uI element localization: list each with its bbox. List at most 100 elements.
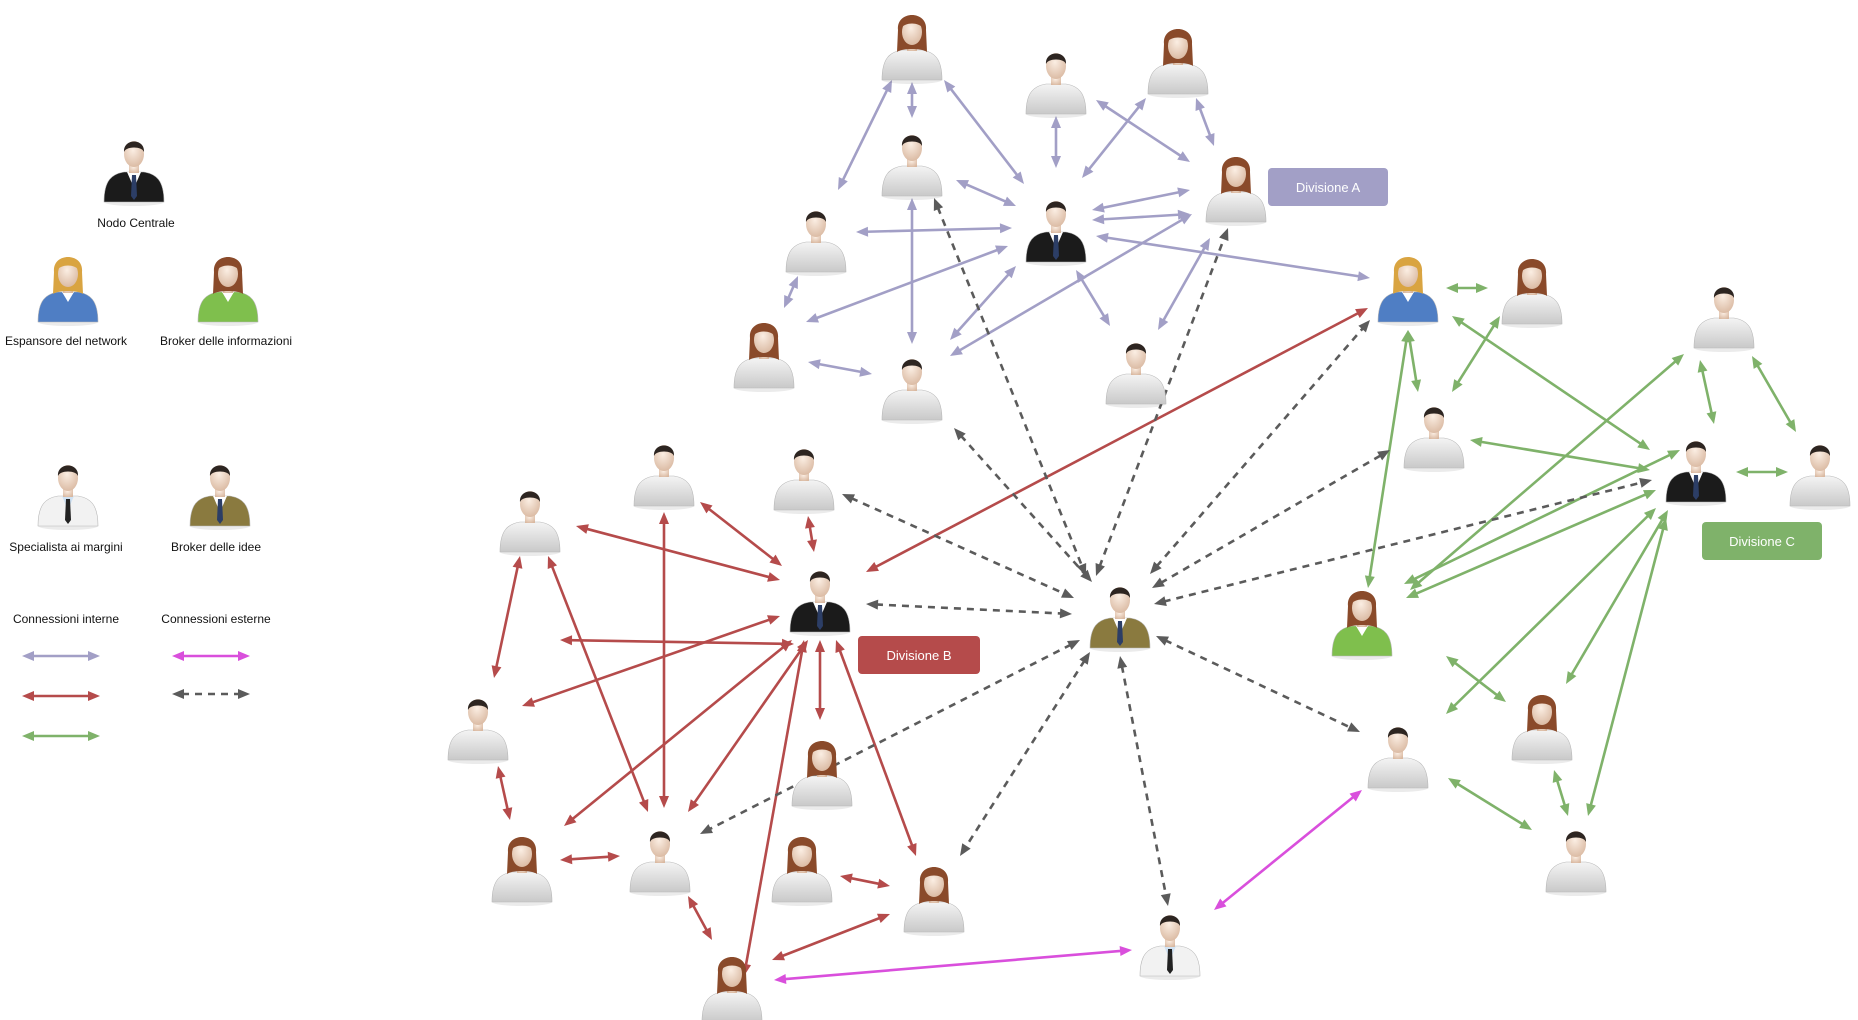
central-node-person [789, 571, 851, 636]
connection-arrow [907, 198, 917, 344]
connection-arrow [1697, 360, 1717, 424]
legend-idea-broker-icon [189, 465, 251, 530]
connection-arrow [1364, 330, 1412, 588]
connection-arrow [495, 766, 513, 820]
peer-person [733, 323, 795, 392]
connection-arrow [491, 556, 523, 678]
connection-arrow [806, 245, 1008, 323]
connection-arrow [1446, 508, 1656, 714]
connection-arrow [950, 214, 1192, 356]
info-broker-person [1331, 591, 1393, 660]
legend-specialist-icon [37, 465, 99, 530]
division-c-label: Divisione C [1702, 522, 1822, 560]
legend-specialist-label: Specialista ai margini [9, 540, 123, 554]
peer-person [1789, 445, 1851, 510]
peer-person [701, 957, 763, 1020]
legend-info-broker-icon [197, 257, 259, 326]
connection-arrow [1095, 228, 1229, 576]
connection-arrow [784, 276, 798, 308]
connection-arrow [1452, 316, 1500, 392]
legend-internal-label: Connessioni interne [12, 612, 120, 626]
connection-arrow [840, 873, 890, 889]
peer-person [881, 135, 943, 200]
peer-person [1501, 259, 1563, 328]
peer-person [629, 831, 691, 896]
peer-person [903, 867, 965, 936]
legend-internal-a-arrow [22, 651, 100, 661]
peer-person [1147, 29, 1209, 98]
division-a-label: Divisione A [1268, 168, 1388, 206]
connection-arrow [1470, 437, 1650, 473]
connection-arrow [659, 512, 669, 808]
division-b-label: Divisione B [858, 636, 980, 674]
idea-broker-person [1089, 587, 1151, 652]
connections-layer [491, 80, 1796, 984]
peer-person [499, 491, 561, 556]
connection-arrow [700, 640, 1080, 834]
connection-arrow [1150, 320, 1370, 574]
legend-expander-icon [37, 257, 99, 326]
connection-arrow [1448, 778, 1532, 830]
specialist-person [1139, 915, 1201, 980]
connection-arrow [1552, 770, 1570, 816]
legend-info-broker-label: Broker delle informazioni [159, 334, 293, 348]
connection-arrow [1446, 656, 1506, 702]
connection-arrow [856, 223, 1012, 237]
connection-arrow [1586, 518, 1668, 816]
connection-arrow [815, 640, 825, 720]
connection-arrow [956, 180, 1016, 206]
central-node-person [1665, 441, 1727, 506]
connection-arrow [576, 524, 780, 582]
connection-arrow [1051, 116, 1061, 168]
connection-arrow [700, 502, 782, 566]
connection-arrow [842, 494, 1074, 598]
legend-icons [22, 141, 259, 741]
peer-person [491, 837, 553, 906]
peer-person [1511, 695, 1573, 764]
peer-person [1693, 287, 1755, 352]
connection-arrow [1446, 283, 1488, 293]
connection-arrow [1156, 636, 1360, 732]
connection-arrow [805, 516, 817, 552]
connection-arrow [547, 556, 649, 812]
connection-arrow [1566, 510, 1668, 684]
peer-person [1545, 831, 1607, 896]
connection-arrow [564, 640, 792, 826]
connection-arrow [1117, 656, 1171, 906]
peer-person [1367, 727, 1429, 792]
legend-external-gray-arrow [172, 689, 250, 699]
connection-arrow [1752, 356, 1796, 432]
peer-person [791, 741, 853, 810]
people-layer [447, 15, 1851, 1020]
legend-internal-b-arrow [22, 691, 100, 701]
connection-arrow [772, 913, 890, 961]
connection-arrow [1406, 490, 1656, 598]
peer-person [447, 699, 509, 764]
peer-person [773, 449, 835, 514]
network-expander-person [1377, 257, 1439, 326]
connection-arrow [960, 652, 1090, 856]
connection-arrow [1214, 790, 1362, 910]
connection-arrow [560, 635, 794, 649]
connection-arrow [1152, 450, 1390, 588]
connection-arrow [688, 896, 712, 940]
connection-arrow [1096, 100, 1190, 162]
connection-arrow [1410, 354, 1684, 590]
connection-arrow [835, 640, 917, 856]
peer-person [881, 359, 943, 424]
connection-arrow [808, 359, 872, 377]
legend-idea-broker-label: Broker delle idee [170, 540, 262, 554]
legend-external-label: Connessioni esterne [161, 612, 271, 626]
legend-external-magenta-arrow [172, 651, 250, 661]
connection-arrow [688, 640, 808, 812]
peer-person [881, 15, 943, 84]
legend-expander-label: Espansore del network [4, 334, 128, 348]
connection-arrow [866, 308, 1368, 572]
connection-arrow [1736, 467, 1788, 477]
peer-person [785, 211, 847, 276]
connection-arrow [560, 851, 620, 865]
connection-arrow [1096, 232, 1370, 282]
peer-person [1025, 53, 1087, 118]
legend-central-icon [103, 141, 165, 206]
